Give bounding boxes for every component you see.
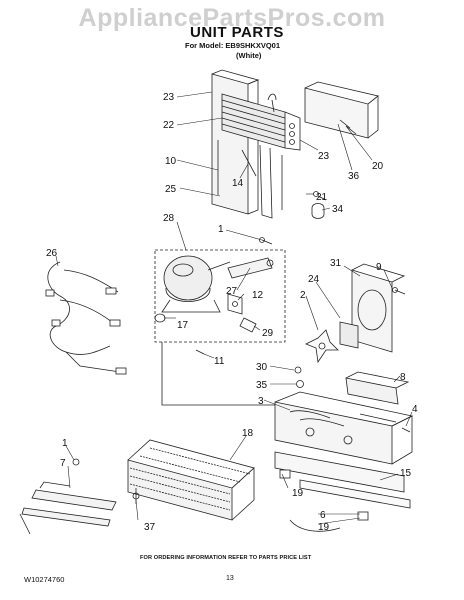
callout-12: 12 <box>252 290 264 301</box>
wiring-harness <box>45 261 127 375</box>
callout-4: 4 <box>412 404 418 415</box>
callout-23-right: 23 <box>318 151 330 162</box>
callout-1-upper: 1 <box>218 224 224 235</box>
callout-34: 34 <box>332 204 344 215</box>
callout-19-lower: 19 <box>318 522 330 533</box>
callout-28: 28 <box>163 213 175 224</box>
callout-29: 29 <box>262 328 274 339</box>
drain-pan <box>274 451 411 532</box>
callout-15: 15 <box>400 468 412 479</box>
callout-20: 20 <box>372 161 384 172</box>
callout-11: 11 <box>214 356 225 367</box>
mounting-bracket <box>19 458 117 535</box>
callout-8: 8 <box>400 372 406 383</box>
fan-assembly <box>305 263 406 364</box>
callout-25: 25 <box>165 184 177 195</box>
callout-10: 10 <box>165 156 177 167</box>
page-number: 13 <box>226 575 234 582</box>
callout-26: 26 <box>46 248 58 259</box>
callout-36: 36 <box>348 171 360 182</box>
callout-22: 22 <box>163 120 175 131</box>
callout-1-lower: 1 <box>62 438 68 449</box>
callout-7: 7 <box>60 458 66 469</box>
callout-35: 35 <box>256 380 268 391</box>
right-bracket <box>304 81 379 139</box>
callout-14: 14 <box>232 178 244 189</box>
compressor-frame <box>154 237 286 343</box>
callout-19-upper: 19 <box>292 488 304 499</box>
watermark-text: AppliancePartsPros.com <box>78 4 386 32</box>
machine-compartment-base <box>161 342 414 465</box>
callout-2: 2 <box>300 290 306 301</box>
callout-3: 3 <box>258 396 264 407</box>
callout-31: 31 <box>330 258 342 269</box>
callout-18: 18 <box>242 428 254 439</box>
model-line: For Model: EB9SHKXVQ01 <box>185 41 281 50</box>
callout-6: 6 <box>320 510 326 521</box>
page-title: UNIT PARTS <box>190 24 284 41</box>
callout-30: 30 <box>256 362 268 373</box>
ordering-note: FOR ORDERING INFORMATION REFER TO PARTS … <box>140 555 312 561</box>
condenser-coil <box>127 439 255 521</box>
document-id: W10274760 <box>24 575 65 584</box>
callout-23-top: 23 <box>163 92 175 103</box>
callout-24: 24 <box>308 274 320 285</box>
color-line: (White) <box>236 51 262 60</box>
condenser-assembly <box>211 69 301 219</box>
screw-11 <box>195 349 205 355</box>
callout-27: 27 <box>226 286 238 297</box>
callout-37: 37 <box>144 522 156 533</box>
callout-21: 21 <box>316 192 328 203</box>
callout-17: 17 <box>177 320 189 331</box>
callout-9: 9 <box>376 262 382 273</box>
leader-lines <box>55 91 413 525</box>
